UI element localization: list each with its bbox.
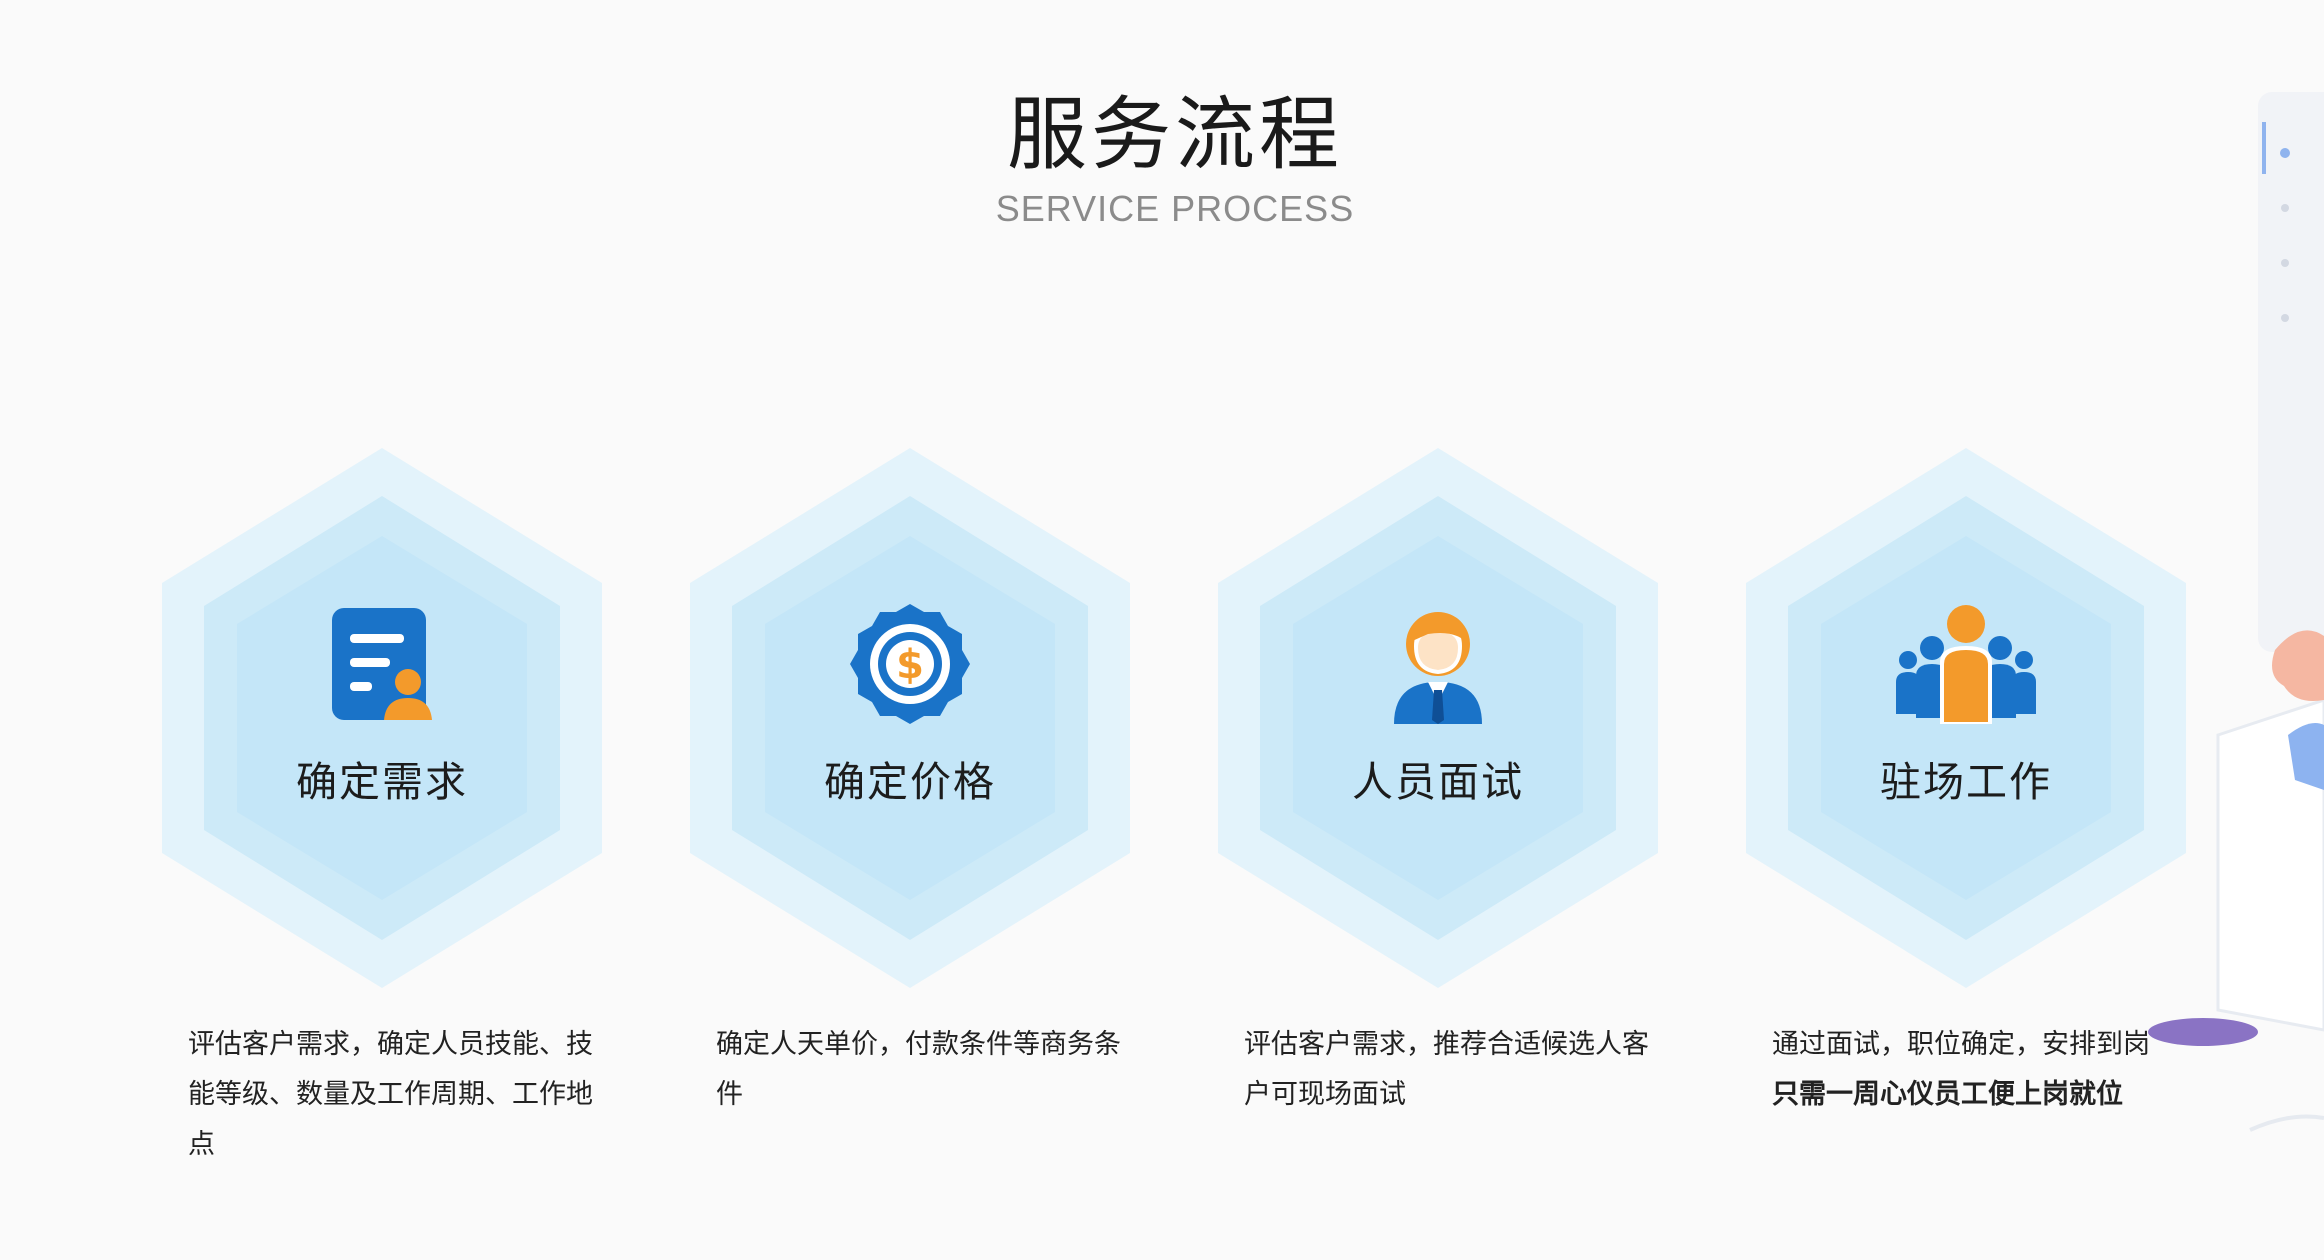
step-label: 人员面试 (1352, 758, 1524, 806)
step-description: 确定人天单价，付款条件等商务条件 (716, 1029, 1121, 1110)
step-description-line: 通过面试，职位确定，安排到岗 (1772, 1029, 2150, 1060)
step-label: 驻场工作 (1880, 758, 2052, 806)
dollar-badge-icon: $ (690, 598, 1130, 730)
section-subtitle: SERVICE PROCESS (995, 188, 1355, 229)
step-card-interview: 人员面试 (1218, 448, 1658, 988)
step-label: 确定需求 (296, 758, 468, 806)
step-description: 评估客户需求，确定人员技能、技能等级、数量及工作周期、工作地点 (188, 1029, 593, 1160)
interviewee-icon (1218, 598, 1658, 730)
team-icon (1746, 598, 2186, 730)
step-label: 确定价格 (824, 758, 996, 806)
section-title: 服务流程 (1007, 88, 1343, 181)
step-description: 通过面试，职位确定，安排到岗 只需一周心仪员工便上岗就位 (1772, 1020, 2192, 1120)
step-card-onsite-work: 驻场工作 (1746, 448, 2186, 988)
svg-text:$: $ (896, 642, 924, 688)
step-description: 评估客户需求，推荐合适候选人客户可现场面试 (1244, 1029, 1649, 1110)
document-user-icon (162, 598, 602, 730)
step-card-confirm-requirements: 确定需求 (162, 448, 602, 988)
step-description-highlight: 只需一周心仪员工便上岗就位 (1772, 1079, 2123, 1110)
step-card-confirm-price: $ 确定价格 (690, 448, 1130, 988)
